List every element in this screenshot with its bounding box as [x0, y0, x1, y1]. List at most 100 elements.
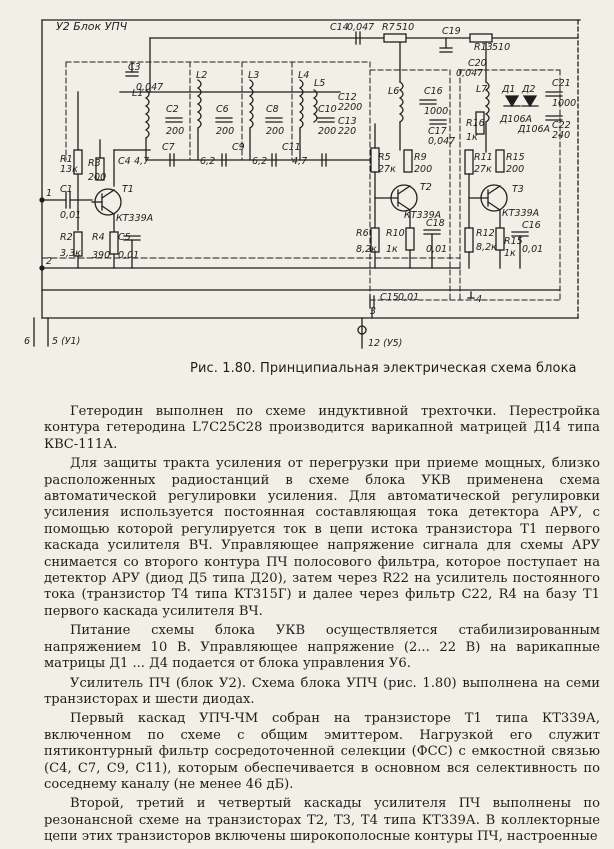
- label-c2-val: 200: [166, 126, 184, 137]
- label-c5-val: 0,01: [118, 250, 139, 261]
- paragraph: Питание схемы блока УКВ осуществляется с…: [44, 623, 600, 672]
- label-r11-val: 27к: [474, 164, 492, 175]
- label-c16b-ref: C16: [522, 220, 541, 231]
- label-c14-ref: C14: [330, 22, 349, 33]
- label-c15-ref: C15: [380, 292, 399, 303]
- label-c9-ref: C9: [232, 142, 245, 153]
- label-c8-ref: C8: [266, 104, 279, 115]
- label-r13-val: 510: [492, 42, 510, 53]
- coil-l2: [196, 79, 202, 161]
- coil-l1: [144, 89, 150, 161]
- fss-filter: [125, 61, 371, 167]
- label-r11-ref: R11: [474, 152, 493, 163]
- label-c18-ref: C18: [426, 218, 445, 229]
- label-c13-val: 220: [338, 126, 356, 137]
- label-d1-val: Д106А: [499, 114, 532, 125]
- label-r7-ref: R7: [382, 22, 395, 33]
- label-c12-val: 2200: [338, 102, 362, 113]
- label-r12-val: 8,2к: [476, 242, 497, 253]
- label-l7-ref: L7: [476, 84, 487, 95]
- label-c10-ref: C10: [318, 104, 337, 115]
- pin-2: 2: [46, 256, 52, 267]
- label-r2-ref: R2: [60, 232, 73, 243]
- label-l3-ref: L3: [248, 70, 259, 81]
- label-c7-ref: C7: [162, 142, 175, 153]
- label-c16b-val: 0,01: [522, 244, 543, 255]
- label-c18-val: 0,01: [426, 244, 447, 255]
- label-c1-ref: C1: [60, 184, 73, 195]
- paragraph: Для защиты тракта усиления от перегрузки…: [44, 456, 600, 619]
- label-c17-val: 0,047: [428, 136, 455, 147]
- top-series-parts: [355, 31, 493, 53]
- label-c20-val: 0,047: [456, 68, 483, 79]
- pin-12: 12 (У5): [368, 338, 402, 349]
- label-r15-ref: R15: [506, 152, 525, 163]
- label-c13-ref: C13: [338, 116, 357, 127]
- paragraph: Гетеродин выполнен по схеме индуктивной …: [44, 404, 600, 452]
- label-c3-val: 0,047: [136, 82, 163, 93]
- label-r4-ref: R4: [92, 232, 105, 243]
- label-d1-ref: Д1: [501, 84, 515, 95]
- label-l5-ref: L5: [314, 78, 325, 89]
- label-c15-val: 0,01: [398, 292, 419, 303]
- paragraph: Второй, третий и четвертый каскады усили…: [44, 796, 600, 845]
- figure-caption: Рис. 1.80. Принципиальная электрическая …: [190, 361, 577, 376]
- label-c20-ref: C20: [468, 58, 487, 69]
- stage-2: [370, 37, 447, 269]
- label-r3-ref: R3: [88, 158, 101, 169]
- label-r6-val: 8,2к: [356, 244, 377, 255]
- label-t3-ref: T3: [512, 184, 524, 195]
- label-c16-ref: C16: [424, 86, 443, 97]
- label-l4-ref: L4: [298, 70, 309, 81]
- label-l1-ref: L1: [132, 88, 143, 99]
- label-c6-val: 200: [216, 126, 234, 137]
- label-r10-val: 1к: [386, 244, 398, 255]
- label-r5-ref: R5: [378, 152, 391, 163]
- label-r15b-ref: R15: [504, 236, 523, 247]
- label-d2-ref: Д2: [521, 84, 535, 95]
- label-l6-ref: L6: [388, 86, 399, 97]
- bottom-connections: [33, 197, 475, 349]
- paragraph: Усилитель ПЧ (блок У2). Схема блока УПЧ …: [44, 675, 600, 707]
- label-c8-val: 200: [266, 126, 284, 137]
- label-c9-val: 6,2: [252, 156, 267, 167]
- label-t2-ref: T2: [420, 182, 432, 193]
- label-c11-ref: C11: [282, 142, 301, 153]
- label-c19-ref: C19: [442, 26, 461, 37]
- pin-6: 6: [24, 336, 30, 347]
- coil-l4: [298, 79, 304, 161]
- coil-l3: [248, 79, 254, 161]
- label-r12-ref: R12: [476, 228, 495, 239]
- label-r16-val: 1к: [466, 132, 478, 143]
- label-c16-val: 1000: [424, 106, 448, 117]
- label-c1-val: 0,01: [60, 210, 81, 221]
- label-c17-ref: C17: [428, 126, 447, 137]
- label-c5-ref: C5: [118, 232, 131, 243]
- label-c12-ref: C12: [338, 92, 357, 103]
- label-r10-ref: R10: [386, 228, 405, 239]
- label-r13-ref: R13: [474, 42, 493, 53]
- pin-1: 1: [46, 188, 52, 199]
- label-d2-val: Д106А: [517, 124, 550, 135]
- label-r5-val: 27к: [378, 164, 396, 175]
- label-r6-ref: R6: [356, 228, 369, 239]
- label-c4-val: 4,7: [134, 156, 149, 167]
- pin-3: 3: [370, 306, 376, 317]
- label-c2-ref: C2: [166, 104, 179, 115]
- label-r9-val: 200: [414, 164, 432, 175]
- label-r16-ref: R16: [466, 118, 485, 129]
- label-r7-val: 510: [396, 22, 414, 33]
- label-c21-ref: C21: [552, 78, 571, 89]
- label-t1-type: КТ339А: [116, 213, 153, 224]
- pin-5: 5 (У1): [52, 336, 80, 347]
- pin-4: 4: [476, 294, 482, 305]
- paragraph: Первый каскад УПЧ-ЧМ собран на транзисто…: [44, 711, 600, 792]
- label-c22-ref: C22: [552, 120, 571, 131]
- coil-l5: [312, 89, 318, 123]
- label-c7-val: 6,2: [200, 156, 215, 167]
- label-t3-type: КТ339А: [502, 208, 539, 219]
- label-r3-val: 200: [88, 172, 106, 183]
- label-r2-val: 3,3к: [60, 248, 81, 259]
- label-c10-val: 200: [318, 126, 336, 137]
- circuit-schematic: У2 Блок УПЧ C14 0,047 R7 510 C19 R13 510…: [24, 19, 581, 349]
